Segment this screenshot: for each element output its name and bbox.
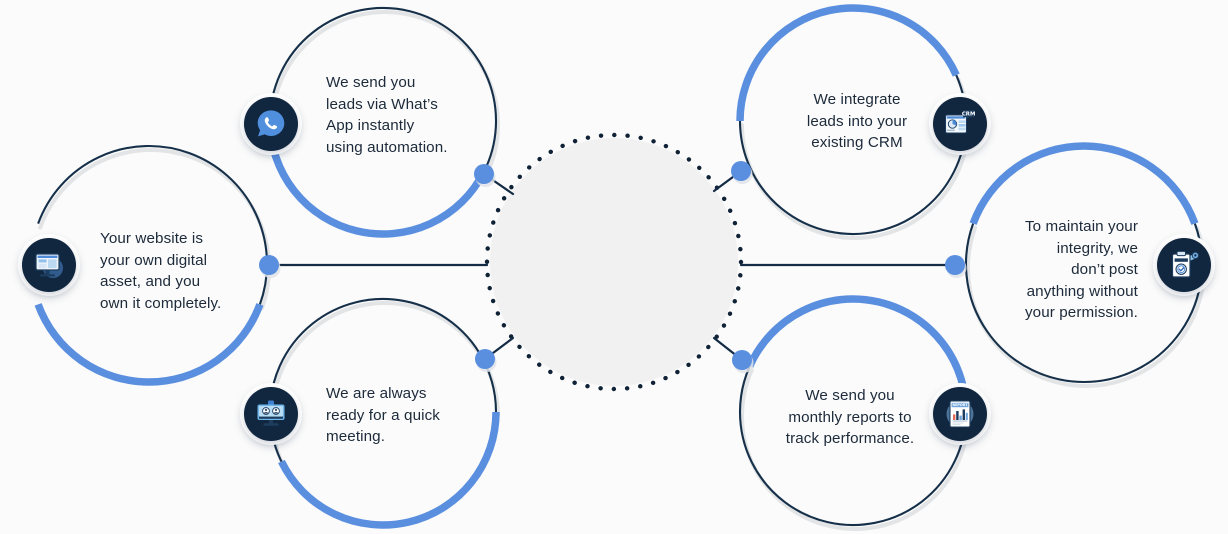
node-arc-accent: [969, 142, 1199, 225]
svg-text:REPORT: REPORT: [952, 403, 968, 407]
center-hub-fill: [490, 138, 738, 386]
center-hub-dotted-ring: [484, 132, 744, 392]
crm-dashboard-icon: CRM: [933, 97, 987, 151]
node-arc-accent: [736, 4, 960, 122]
node-monthly-reports: [712, 295, 970, 531]
svg-text:CRM: CRM: [962, 112, 975, 118]
node-arc-navy: [738, 365, 967, 526]
node-arc-shadow: [270, 10, 500, 179]
node-label-permission-integrity: To maintain your integrity, we don’t pos…: [1024, 218, 1138, 321]
node-connector-dot: [259, 255, 279, 275]
node-arc-accent: [266, 120, 488, 238]
node-icon-badge-quick-meeting[interactable]: [240, 383, 302, 445]
node-arc-accent: [746, 295, 970, 417]
node-icon-badge-website-asset[interactable]: [18, 234, 80, 296]
node-icon-badge-permission-integrity[interactable]: [1153, 234, 1215, 296]
website-monitor-icon: [22, 238, 76, 292]
node-arc-accent: [34, 303, 264, 386]
node-arc-shadow: [740, 368, 970, 531]
node-label-monthly-reports: We send you monthly reports to track per…: [785, 387, 915, 447]
clipboard-key-icon: [1157, 238, 1211, 292]
node-arc-navy: [268, 7, 498, 173]
node-label-quick-meeting: We are always ready for a quick meeting.: [326, 385, 440, 445]
node-arc-navy: [37, 145, 268, 305]
node-icon-badge-whatsapp-leads[interactable]: [240, 93, 302, 155]
node-arc-shadow: [38, 148, 271, 311]
node-label-whatsapp-leads: We send you leads via What’s App instant…: [326, 74, 448, 156]
report-chart-icon: REPORT: [933, 387, 987, 441]
node-arc-accent: [278, 411, 500, 529]
node-label-website-asset: Your website is your own digital asset, …: [100, 230, 222, 312]
node-connector-dot: [945, 255, 965, 275]
node-icon-badge-crm-integration[interactable]: CRM: [929, 93, 991, 155]
node-website-asset: [34, 145, 489, 386]
node-connector-dot: [732, 350, 752, 370]
node-connector-dot: [475, 349, 495, 369]
whatsapp-icon: [244, 97, 298, 151]
node-label-crm-integration: We integrate leads into your existing CR…: [806, 91, 908, 151]
node-connector-dot: [731, 161, 751, 181]
video-meeting-icon: [244, 387, 298, 441]
node-icon-badge-monthly-reports[interactable]: REPORT: [929, 383, 991, 445]
node-connector-dot: [474, 164, 494, 184]
node-whatsapp-leads: [266, 7, 515, 238]
